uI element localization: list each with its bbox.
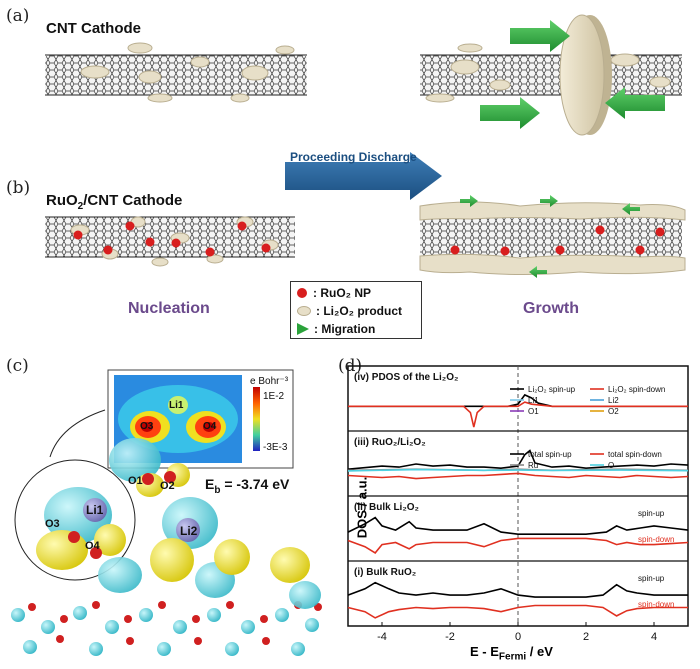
panel-c-structure [11, 369, 322, 656]
growth-label: Growth [523, 300, 579, 317]
legend-label-1-0: total spin-up [528, 450, 572, 459]
legend-label-2-1: spin-down [638, 535, 674, 544]
binding-energy: Eb = -3.74 eV [205, 476, 289, 496]
atom-label-li1: Li1 [86, 503, 104, 517]
x-tick-label-0: -4 [377, 631, 387, 643]
atom-label-o3: O3 [45, 518, 60, 530]
legend-label-0-0: Li₂O₂ spin-up [528, 385, 576, 394]
legend-label-2-0: spin-up [638, 509, 665, 518]
inset-atom-li1: Li1 [169, 400, 184, 411]
binding-energy-value: = -3.74 eV [220, 476, 290, 492]
zoom-callout [14, 409, 136, 581]
legend-label-3-1: spin-down [638, 600, 674, 609]
ruo2-slab [11, 601, 322, 656]
panel-b-title-main: RuO [46, 192, 78, 209]
panel-b-title-rest: /CNT Cathode [83, 192, 183, 209]
colorbar-max: 1E-2 [263, 391, 285, 402]
panel-label-b: (b) [6, 178, 31, 198]
migration-arrow-icon [297, 323, 309, 335]
x-tick-label-4: 4 [651, 631, 657, 643]
legend-label-0-5: O2 [608, 407, 619, 416]
x-tick-label-2: 0 [515, 631, 521, 643]
li2o2-swatch [297, 306, 311, 316]
subpanel-title-1: (iii) RuO₂/Li₂O₂ [354, 437, 426, 448]
nucleation-label: Nucleation [128, 300, 210, 317]
inset-atom-o4: O4 [203, 421, 217, 432]
atom-label-o1: O1 [128, 475, 143, 487]
legend-label-0-2: Li1 [528, 396, 539, 405]
atom-label-li2: Li2 [180, 524, 198, 538]
legend-row-ruo2: : RuO₂ NP [297, 284, 415, 302]
subpanel-title-0: (iv) PDOS of the Li₂O₂ [354, 372, 458, 383]
x-tick-label-3: 2 [583, 631, 589, 643]
dos-series-2-0 [347, 516, 689, 535]
legend-row-migration: : Migration [297, 320, 415, 338]
legend-row-li2o2: : Li₂O₂ product [297, 302, 415, 320]
colorbar-unit: e Bohr⁻³ [250, 376, 289, 387]
legend-label-0-4: O1 [528, 407, 539, 416]
atom-label-o2: O2 [160, 480, 175, 492]
binding-energy-symbol: E [205, 476, 215, 492]
colorbar-min: -3E-3 [263, 442, 288, 453]
panel-label-c: (c) [6, 356, 29, 376]
cnt-tube-a-left [45, 42, 307, 103]
panel-label-a: (a) [6, 6, 30, 26]
legend-box: : RuO₂ NP : Li₂O₂ product : Migration [290, 281, 422, 339]
cnt-tube-b-left [45, 216, 295, 267]
migration-arrows-b [460, 195, 640, 278]
legend-label-1-3: O [608, 461, 614, 470]
panel-ab-illustration [45, 14, 686, 278]
migration-arrows-a [480, 20, 665, 129]
proceeding-discharge-arrow [285, 152, 442, 200]
dos-series-0-1 [348, 401, 688, 428]
dos-series-1-1 [347, 472, 689, 480]
dos-series-3-0 [347, 581, 688, 598]
inset-atom-o3: O3 [140, 421, 154, 432]
atom-label-o4: O4 [85, 540, 100, 552]
proceeding-discharge-label: Proceeding Discharge [290, 150, 417, 164]
legend-label-0-3: Li2 [608, 396, 619, 405]
subpanel-title-3: (i) Bulk RuO₂ [354, 567, 416, 578]
cnt-tube-b-right [419, 201, 686, 275]
legend-label-0-1: Li₂O₂ spin-down [608, 385, 665, 394]
legend-label-1-1: total spin-down [608, 450, 662, 459]
ruo2-swatch [297, 288, 307, 298]
charge-density-inset [107, 369, 294, 469]
dos-chart: (iv) PDOS of the Li₂O₂ Li₂O₂ spin-up Li₂O₂… [347, 365, 689, 643]
panel-b-title: RuO2/CNT Cathode [46, 192, 182, 212]
panel-b-title-sub: 2 [77, 201, 84, 212]
dos-ylabel: DOS / a.u. [354, 476, 370, 539]
dos-xlabel-sub: Fermi [498, 651, 527, 663]
dos-series-2-1 [347, 537, 689, 554]
binding-energy-sub: b [214, 484, 221, 496]
dos-series-1-0 [347, 449, 689, 470]
dos-xlabel: E - EFermi / eV [470, 644, 553, 663]
cnt-tube-a-right [420, 14, 682, 136]
dos-xlabel-unit: / eV [526, 644, 553, 659]
dos-series-1-3 [347, 468, 689, 472]
subpanel-title-2: (ii) Bulk Li₂O₂ [354, 502, 419, 513]
x-tick-label-1: -2 [445, 631, 455, 643]
legend-ruo2-label: : RuO₂ NP [313, 286, 371, 300]
adsorbate-atoms [68, 471, 200, 559]
dos-xlabel-main: E - E [470, 644, 499, 659]
legend-migration-label: : Migration [314, 322, 376, 336]
legend-label-1-2: Ru [528, 461, 538, 470]
legend-label-3-0: spin-up [638, 574, 665, 583]
legend-li2o2-label: : Li₂O₂ product [316, 304, 402, 318]
panel-a-title: CNT Cathode [46, 20, 141, 37]
dos-series-3-1 [347, 604, 688, 619]
